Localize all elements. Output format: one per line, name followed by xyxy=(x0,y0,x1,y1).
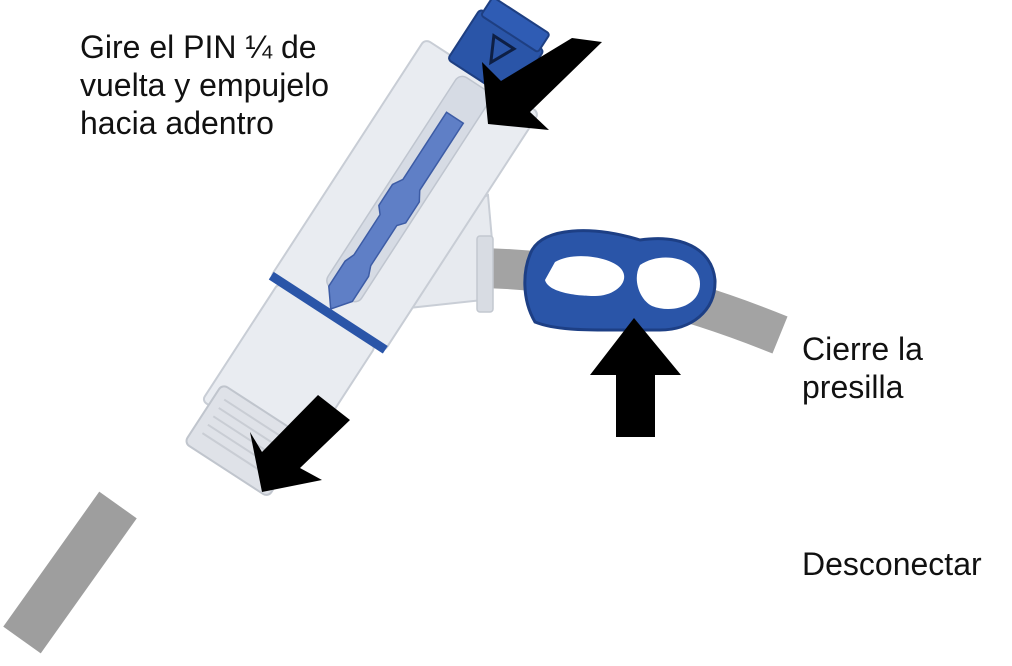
side-port-ring xyxy=(476,235,494,313)
pin-instruction-line-3: hacia adentro xyxy=(80,105,274,141)
push-pin-arrow-icon xyxy=(482,38,602,130)
disconnect-instruction-label: Desconectar xyxy=(802,545,1012,583)
lower-tube xyxy=(3,491,137,654)
pin-instruction-label: Gire el PIN ¼ de vuelta y empujelo hacia… xyxy=(80,28,420,142)
pin-cap-triangle-icon xyxy=(489,33,517,66)
disconnect-arrow-icon xyxy=(250,395,350,492)
blue-band xyxy=(268,271,388,354)
clamp-instruction-line-1: Cierre la xyxy=(802,331,923,367)
inner-pin xyxy=(328,111,465,310)
clamp-slot xyxy=(545,256,625,296)
pin-instruction-line-2: vuelta y empujelo xyxy=(80,67,330,103)
clamp-loop xyxy=(636,257,700,310)
close-clamp-arrow-icon xyxy=(590,318,681,437)
pin-instruction-line-1: Gire el PIN ¼ de xyxy=(80,29,317,65)
clamp-instruction-label: Cierre la presilla xyxy=(802,330,1002,406)
clamp-instruction-line-2: presilla xyxy=(802,369,904,405)
disconnect-instruction-line-1: Desconectar xyxy=(802,546,982,582)
pin-cap-top xyxy=(481,0,550,53)
